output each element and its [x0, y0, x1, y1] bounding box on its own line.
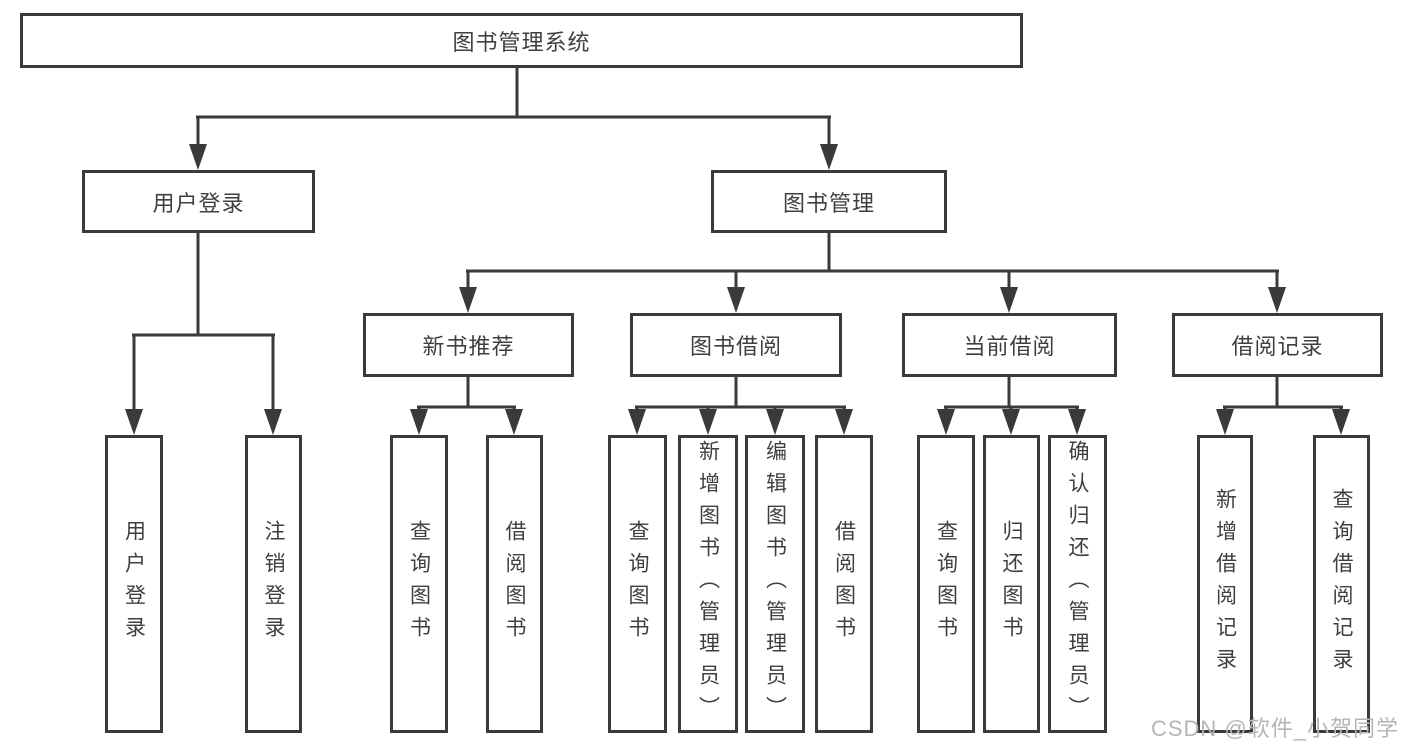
- node-new-book-recommend: 新书推荐: [363, 313, 574, 377]
- leaf-confirm-return-admin: 确认归还（管理员）: [1048, 435, 1107, 733]
- node-borrow-record: 借阅记录: [1172, 313, 1383, 377]
- leaf-borrow-book-2-label: 借阅图书: [832, 520, 856, 648]
- leaf-logout-label: 注销登录: [262, 520, 285, 648]
- leaf-query-book-1: 查询图书: [390, 435, 448, 733]
- leaf-add-borrow-record-label: 新增借阅记录: [1213, 488, 1237, 680]
- leaf-query-book-1-label: 查询图书: [407, 520, 431, 648]
- leaf-return-book: 归还图书: [983, 435, 1040, 733]
- node-borrow-record-label: 借阅记录: [1231, 334, 1324, 359]
- leaf-logout: 注销登录: [245, 435, 302, 733]
- leaf-user-login: 用户登录: [105, 435, 163, 733]
- leaf-query-book-2: 查询图书: [608, 435, 667, 733]
- leaf-query-borrow-record-label: 查询借阅记录: [1330, 488, 1353, 680]
- leaf-borrow-book-1-label: 借阅图书: [503, 520, 526, 648]
- leaf-borrow-book-1: 借阅图书: [486, 435, 543, 733]
- leaf-edit-book-admin-label: 编辑图书（管理员）: [763, 440, 787, 728]
- node-user-login: 用户登录: [82, 170, 315, 233]
- leaf-query-book-3: 查询图书: [917, 435, 975, 733]
- node-root-label: 图书管理系统: [452, 29, 591, 55]
- node-book-borrow: 图书借阅: [630, 313, 842, 377]
- csdn-watermark: CSDN @软件_小贺同学: [1150, 716, 1399, 741]
- leaf-add-book-admin-label: 新增图书（管理员）: [696, 440, 720, 728]
- leaf-query-book-3-label: 查询图书: [934, 520, 958, 648]
- node-new-book-recommend-label: 新书推荐: [422, 334, 515, 359]
- node-root: 图书管理系统: [20, 13, 1023, 68]
- node-book-borrow-label: 图书借阅: [689, 334, 782, 359]
- leaf-add-borrow-record: 新增借阅记录: [1197, 435, 1253, 733]
- leaf-query-borrow-record: 查询借阅记录: [1313, 435, 1370, 733]
- node-current-borrow: 当前借阅: [902, 313, 1117, 377]
- node-user-login-label: 用户登录: [152, 190, 245, 216]
- leaf-edit-book-admin: 编辑图书（管理员）: [745, 435, 805, 733]
- node-current-borrow-label: 当前借阅: [963, 334, 1056, 359]
- leaf-user-login-label: 用户登录: [122, 520, 146, 648]
- leaf-query-book-2-label: 查询图书: [626, 520, 649, 648]
- node-book-management-label: 图书管理: [782, 190, 875, 216]
- node-book-management: 图书管理: [711, 170, 947, 233]
- leaf-return-book-label: 归还图书: [1000, 520, 1023, 648]
- leaf-borrow-book-2: 借阅图书: [815, 435, 873, 733]
- leaf-add-book-admin: 新增图书（管理员）: [678, 435, 738, 733]
- leaf-confirm-return-admin-label: 确认归还（管理员）: [1066, 440, 1089, 728]
